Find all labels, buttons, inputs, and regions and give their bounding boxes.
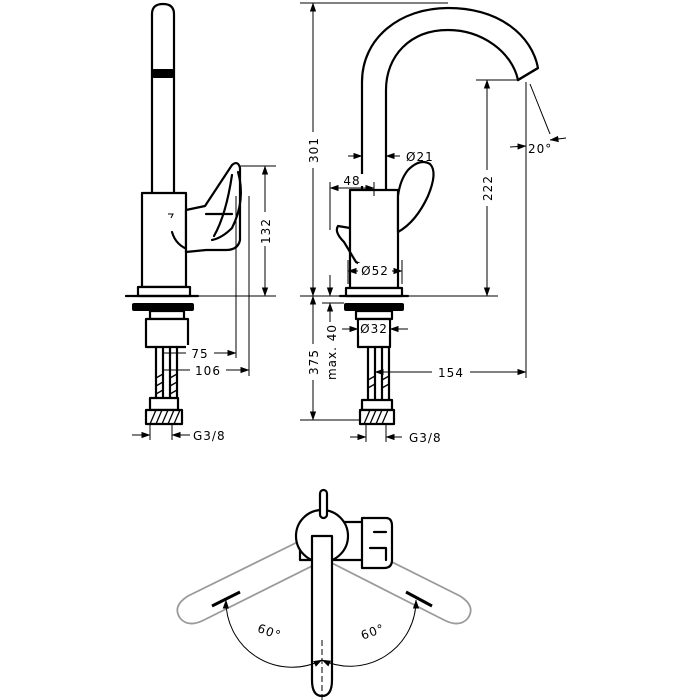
dimension-375: 375	[307, 349, 321, 375]
dimension-48: 48	[343, 174, 360, 188]
dimension-dia32: Ø32	[360, 322, 388, 336]
base-flange	[136, 285, 192, 298]
aerator-mark	[151, 69, 175, 78]
front-view: 301 375 max. 40 222 154 20° Ø21 48	[300, 2, 567, 445]
dimension-angle-60-right: 60°	[359, 621, 387, 642]
mounting-nut	[144, 317, 190, 349]
body-detail	[168, 213, 174, 219]
spout-swivel-left	[176, 531, 326, 625]
front-base-flange	[344, 286, 404, 298]
lever-side	[184, 161, 242, 254]
mounting-washer	[132, 303, 194, 311]
faucet-body	[140, 191, 188, 289]
hose-fitting-left	[148, 396, 180, 412]
dimension-106: 106	[195, 364, 221, 378]
spout-tube	[150, 2, 176, 195]
dimension-angle-20: 20°	[528, 142, 552, 156]
lever-front	[396, 160, 435, 234]
dimension-154: 154	[438, 366, 464, 380]
dimension-g38-left: G3/8	[193, 429, 226, 443]
top-lever-handle	[318, 488, 329, 520]
side-view: 132 75 106 G3/8	[124, 2, 276, 443]
dimension-angle-60-left: 60°	[256, 621, 284, 642]
dimension-dia21: Ø21	[406, 150, 434, 164]
dimension-max40: max. 40	[325, 324, 339, 380]
top-view: 60° 60°	[176, 488, 472, 700]
top-lever	[360, 516, 394, 570]
dimension-301: 301	[307, 137, 321, 163]
dimension-132: 132	[259, 218, 273, 244]
dimension-dia52: Ø52	[361, 264, 389, 278]
gooseneck-spout	[360, 6, 540, 192]
dimension-75: 75	[191, 347, 208, 361]
dimension-g38-right: G3/8	[409, 431, 442, 445]
dimension-222: 222	[481, 175, 495, 201]
